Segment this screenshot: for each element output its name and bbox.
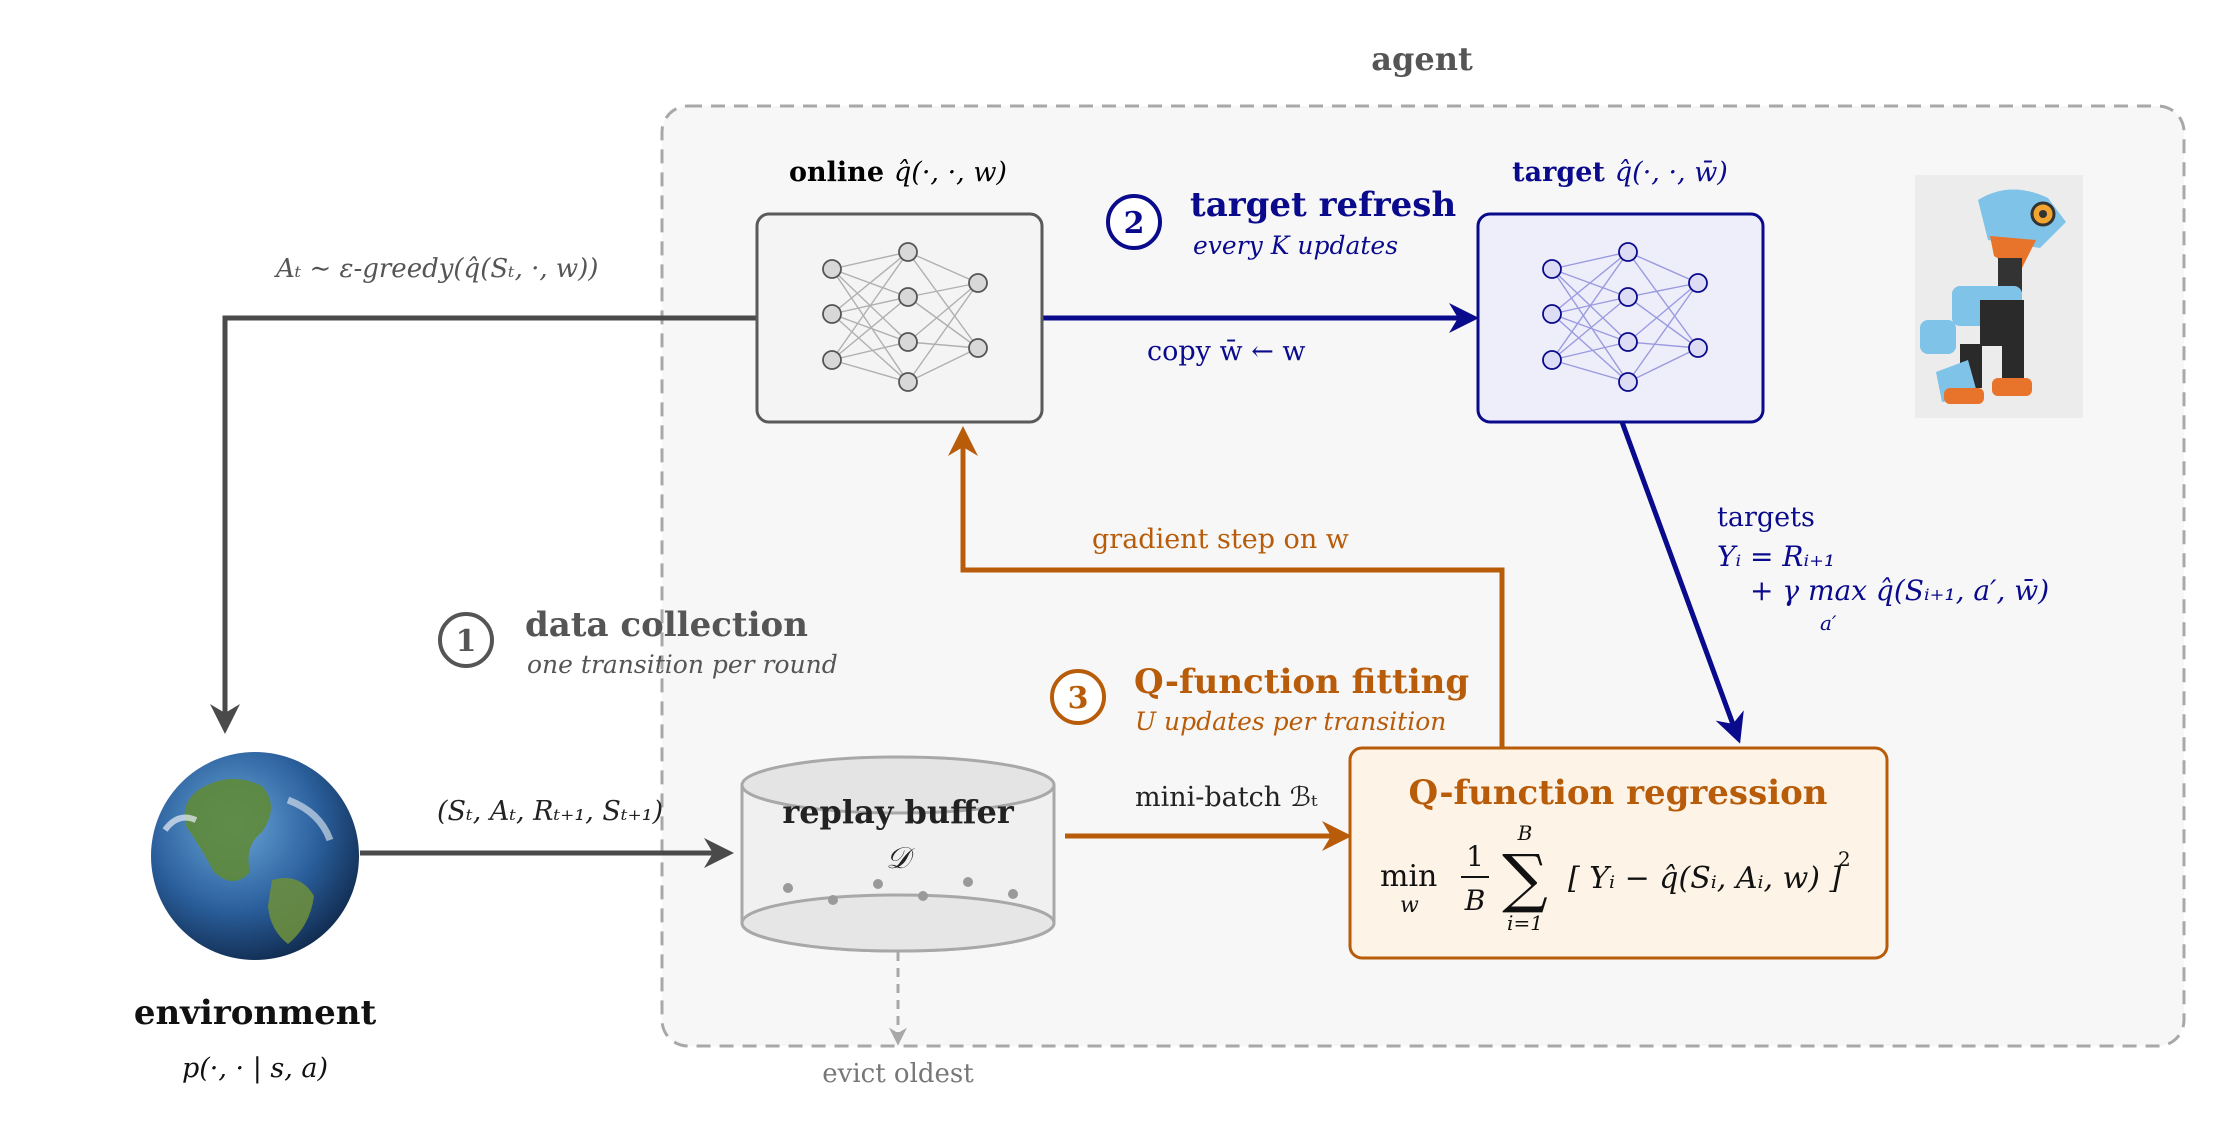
svg-text:min: min: [1380, 859, 1437, 894]
targets-annotation: targets Yᵢ = Rᵢ₊₁ + γ max q̂(Sᵢ₊₁, a′, w…: [1717, 502, 2049, 635]
environment-dist: p(·, · | s, a): [182, 1053, 328, 1084]
online-nn-icon: [822, 242, 988, 392]
replay-title: replay buffer: [782, 793, 1014, 831]
robot-icon: [1915, 175, 2083, 418]
step1-number: 1: [456, 624, 477, 659]
nn-node: [1542, 350, 1562, 370]
step3-subtitle: U updates per transition: [1135, 707, 1446, 736]
step1-badge: [438, 612, 494, 668]
gradient-label: gradient step on w: [1092, 524, 1349, 555]
step2-title: target refresh: [1190, 185, 1456, 225]
target-net-box: [1476, 212, 1765, 424]
online-net-box: [755, 212, 1044, 424]
regression-formula: min w 1 B B ∑ i=1 [ Yᵢ − q̂(Sᵢ, Aᵢ, w) ]…: [1380, 821, 1851, 935]
nn-node: [1542, 304, 1562, 324]
nn-node: [898, 332, 918, 352]
targets-line1: targets: [1717, 502, 1815, 533]
nn-node: [1618, 242, 1638, 262]
svg-text:w: w: [1400, 893, 1419, 918]
svg-text:i=1: i=1: [1507, 911, 1543, 935]
nn-node: [1542, 259, 1562, 279]
step2-subtitle: every K updates: [1193, 231, 1398, 260]
step1-subtitle: one transition per round: [527, 650, 838, 679]
nn-node: [1618, 332, 1638, 352]
action-label: Aₜ ∼ ε-greedy(q̂(Sₜ, ·, w)): [274, 254, 598, 284]
nn-node: [1688, 273, 1708, 293]
environment-title: environment: [134, 993, 377, 1033]
svg-text:2: 2: [1838, 847, 1851, 871]
evict-label: evict oldest: [822, 1059, 974, 1089]
transition-label: (Sₜ, Aₜ, Rₜ₊₁, Sₜ₊₁): [437, 796, 663, 827]
earth-icon: [151, 752, 359, 960]
replay-buffer: replay buffer 𝒟: [740, 755, 1056, 953]
step2-number: 2: [1124, 206, 1145, 241]
step2-badge: [1106, 194, 1162, 250]
nn-node: [822, 304, 842, 324]
targets-max-sub: a′: [1820, 611, 1837, 635]
nn-node: [822, 259, 842, 279]
step1-title: data collection: [525, 605, 808, 645]
target-nn-icon: [1542, 242, 1708, 392]
step3-title: Q-function fitting: [1134, 662, 1469, 702]
targets-line3: + γ max q̂(Sᵢ₊₁, a′, w̄): [1750, 574, 2049, 607]
targets-arrow: [1619, 421, 1744, 744]
nn-node: [898, 287, 918, 307]
action-arrow: [210, 315, 757, 734]
nn-node: [968, 338, 988, 358]
nn-node: [898, 242, 918, 262]
nn-node: [822, 350, 842, 370]
svg-text:B: B: [1464, 884, 1486, 917]
nn-node: [1618, 372, 1638, 392]
nn-node: [968, 273, 988, 293]
nn-node: [1618, 287, 1638, 307]
regression-box: [1348, 746, 1889, 960]
targets-line2: Yᵢ = Rᵢ₊₁: [1717, 540, 1835, 573]
copy-label: copy w̄ ← w: [1147, 336, 1306, 367]
svg-text:∑: ∑: [1502, 842, 1548, 916]
step3-badge: [1050, 669, 1106, 725]
regression-title: Q-function regression: [1408, 773, 1827, 813]
minibatch-label: mini-batch ℬₜ: [1135, 782, 1318, 813]
step3-number: 3: [1068, 681, 1089, 716]
agent-title: agent: [1371, 40, 1473, 78]
nn-node: [1688, 338, 1708, 358]
svg-text:B: B: [1517, 821, 1533, 845]
svg-text:[ Yᵢ − q̂(Sᵢ, Aᵢ, w) ]: [ Yᵢ − q̂(Sᵢ, Aᵢ, w) ]: [1568, 861, 1842, 896]
gradient-arrow: [948, 426, 1505, 748]
svg-text:1: 1: [1466, 840, 1484, 873]
nn-node: [898, 372, 918, 392]
